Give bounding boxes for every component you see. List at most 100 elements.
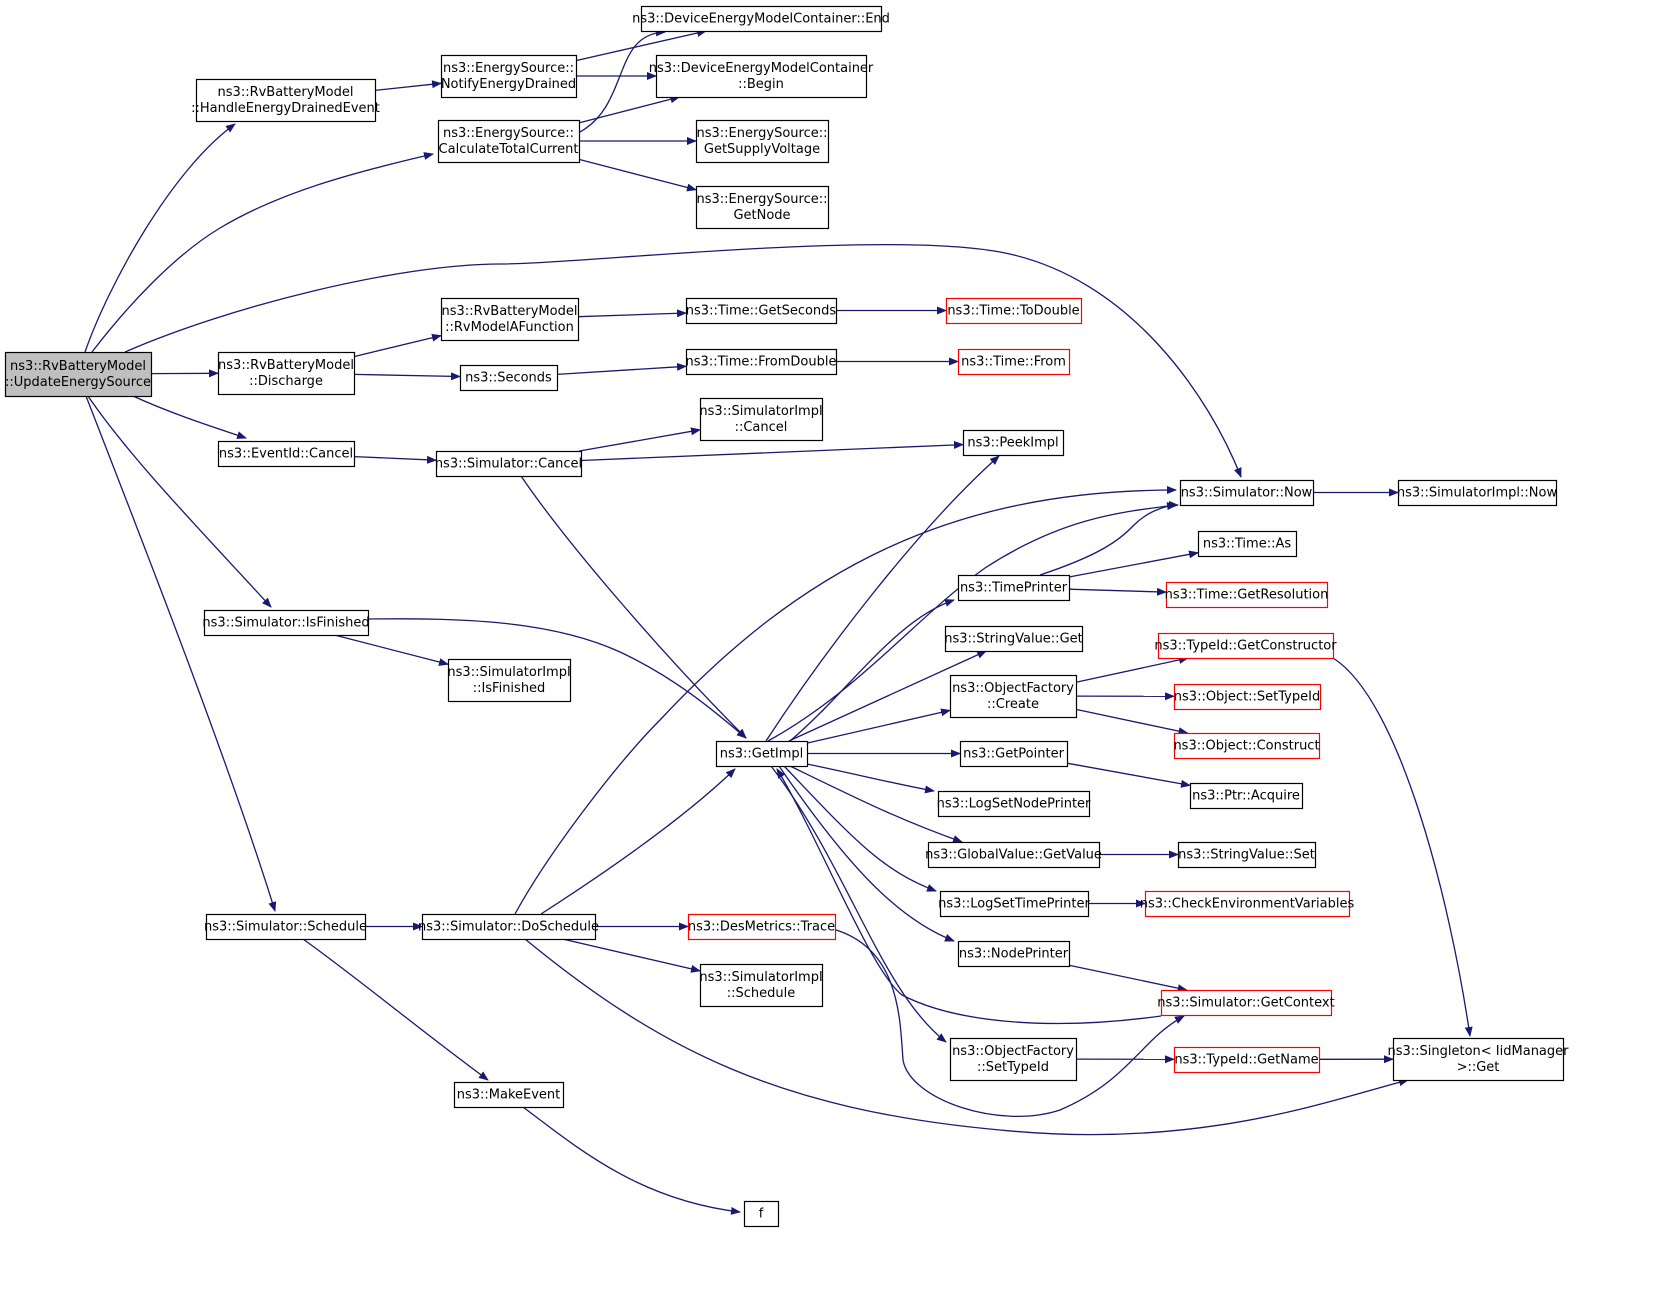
node-label: ns3::Simulator::Now	[1181, 486, 1313, 501]
node-label: NotifyEnergyDrained	[441, 77, 576, 92]
graph-node[interactable]: ns3::MakeEvent	[453, 1081, 565, 1109]
edge-n17-to-n15	[579, 427, 701, 452]
graph-node[interactable]: ns3::Simulator::DoSchedule	[418, 913, 599, 941]
node-box	[1173, 683, 1322, 711]
node-box	[699, 397, 824, 442]
node-label: ns3::SimulatorImpl	[699, 970, 822, 985]
graph-node[interactable]: ns3::Time::FromDouble	[686, 348, 838, 376]
graph-node[interactable]: ns3::GetImpl	[715, 740, 809, 768]
edge-n41-to-n44	[835, 929, 1185, 1117]
graph-node[interactable]: ns3::DeviceEnergyModelContainer::End	[632, 5, 890, 33]
graph-node[interactable]: ns3::TypeId::GetName	[1173, 1046, 1321, 1074]
node-box	[944, 625, 1084, 653]
graph-node[interactable]: ns3::EnergySource::NotifyEnergyDrained	[441, 54, 578, 99]
graph-node[interactable]: ns3::EnergySource::GetNode	[695, 185, 830, 230]
node-box	[937, 790, 1091, 818]
graph-node[interactable]: ns3::PeekImpl	[962, 429, 1065, 457]
node-label: ns3::Time::GetResolution	[1165, 588, 1329, 603]
node-label: GetNode	[733, 208, 790, 223]
graph-node[interactable]: ns3::LogSetTimePrinter	[938, 890, 1090, 918]
graph-node[interactable]: ns3::ObjectFactory::Create	[949, 674, 1078, 719]
node-box	[655, 54, 868, 99]
graph-node[interactable]: ns3::ObjectFactory::SetTypeId	[949, 1037, 1078, 1082]
graph-node[interactable]: ns3::Time::GetResolution	[1165, 581, 1329, 609]
edge-n28-to-n30	[1075, 708, 1189, 736]
graph-node[interactable]: ns3::GlobalValue::GetValue	[925, 841, 1102, 869]
node-label: ns3::Time::As	[1203, 537, 1292, 552]
edge-n5-to-n3	[579, 28, 666, 133]
node-label: ns3::TypeId::GetConstructor	[1154, 639, 1337, 654]
graph-node[interactable]: ns3::Simulator::Schedule	[204, 913, 367, 941]
graph-node[interactable]: ns3::EnergySource::GetSupplyVoltage	[695, 119, 830, 164]
graph-node[interactable]: ns3::SimulatorImpl::IsFinished	[447, 658, 572, 703]
edge-n8-to-n9	[577, 309, 687, 318]
node-label: ns3::SimulatorImpl	[699, 404, 822, 419]
graph-node[interactable]: ns3::EventId::Cancel	[217, 440, 356, 468]
edge-n11-to-n12	[353, 372, 461, 381]
node-label: ns3::RvBatteryModel	[218, 85, 354, 100]
graph-node[interactable]: ns3::Simulator::Cancel	[435, 450, 583, 478]
graph-node[interactable]: ns3::DeviceEnergyModelContainer::Begin	[649, 54, 874, 99]
graph-node[interactable]: ns3::StringValue::Get	[944, 625, 1084, 653]
edge-n24-to-n31	[367, 618, 747, 739]
node-label: ns3::DesMetrics::Trace	[688, 920, 835, 935]
graph-node[interactable]: ns3::TimePrinter	[957, 574, 1071, 602]
node-label: ns3::GlobalValue::GetValue	[925, 848, 1102, 863]
node-label: ns3::RvBatteryModel	[10, 359, 146, 374]
graph-node[interactable]: ns3::Simulator::GetContext	[1157, 989, 1335, 1017]
graph-node[interactable]: f	[743, 1200, 780, 1228]
graph-node[interactable]: ns3::SimulatorImpl::Now	[1397, 479, 1558, 507]
graph-node[interactable]: ns3::Simulator::Now	[1179, 479, 1315, 507]
node-label: ns3::EnergySource::	[443, 126, 574, 141]
graph-node[interactable]: ns3::SimulatorImpl::Cancel	[699, 397, 824, 442]
edge-n40-to-n31	[540, 768, 736, 915]
node-label: ns3::Simulator::GetContext	[1157, 996, 1334, 1011]
node-box	[1397, 479, 1558, 507]
node-box	[949, 674, 1078, 719]
graph-node[interactable]: ns3::Simulator::IsFinished	[202, 609, 370, 637]
graph-node[interactable]: ns3::GetPointer	[959, 740, 1069, 768]
node-label: ns3::LogSetTimePrinter	[938, 897, 1090, 912]
graph-node[interactable]: ns3::Time::ToDouble	[945, 297, 1083, 325]
graph-node[interactable]: ns3::Object::SetTypeId	[1173, 683, 1322, 711]
edges-layer	[84, 28, 1473, 1215]
graph-node[interactable]: ns3::Time::As	[1197, 530, 1298, 558]
node-label: ns3::GetImpl	[720, 747, 804, 762]
graph-node[interactable]: ns3::Singleton< IidManager >::Get	[1387, 1037, 1569, 1082]
graph-node[interactable]: ns3::StringValue::Set	[1177, 841, 1317, 869]
node-box	[435, 450, 583, 478]
graph-node[interactable]: ns3::Time::From	[957, 348, 1071, 376]
node-label: >::Get	[1457, 1060, 1500, 1075]
node-label: ns3::Object::SetTypeId	[1174, 690, 1320, 705]
edge-n31-to-n35	[789, 765, 963, 843]
graph-node[interactable]: ns3::RvBatteryModel::Discharge	[217, 351, 356, 396]
graph-node[interactable]: ns3::RvBatteryModel::HandleEnergyDrained…	[191, 78, 380, 123]
graph-node[interactable]: ns3::EnergySource::CalculateTotalCurrent	[437, 119, 581, 164]
node-box	[699, 963, 824, 1008]
graph-node[interactable]: ns3::Seconds	[459, 364, 559, 392]
edge-n24-to-n27	[334, 634, 449, 666]
node-label: ns3::SimulatorImpl	[447, 665, 570, 680]
graph-node[interactable]: ns3::NodePrinter	[957, 940, 1071, 968]
node-box	[440, 297, 580, 342]
node-box	[640, 5, 883, 33]
graph-node[interactable]: ns3::Object::Construct	[1173, 732, 1321, 760]
edge-n12-to-n13	[556, 362, 687, 376]
node-label: ns3::Seconds	[465, 371, 552, 386]
graph-node[interactable]: ns3::Ptr::Acquire	[1189, 782, 1304, 810]
edge-n11-to-n8	[353, 333, 442, 358]
graph-node[interactable]: ns3::TypeId::GetConstructor	[1154, 632, 1337, 660]
node-box	[421, 913, 597, 941]
graph-node[interactable]: ns3::RvBatteryModel::RvModelAFunction	[440, 297, 580, 342]
edge-n31-to-n45	[770, 765, 947, 1043]
graph-node[interactable]: ns3::SimulatorImpl::Schedule	[699, 963, 824, 1008]
graph-node[interactable]: ns3::LogSetNodePrinter	[937, 790, 1091, 818]
graph-node[interactable]: ns3::DesMetrics::Trace	[688, 913, 837, 941]
node-box	[459, 364, 559, 392]
node-label: ns3::EventId::Cancel	[219, 447, 353, 462]
graph-node[interactable]: ns3::Time::GetSeconds	[686, 297, 838, 325]
node-label: ::Schedule	[727, 986, 796, 1001]
node-label: ::IsFinished	[473, 681, 546, 696]
node-box	[1160, 989, 1333, 1017]
graph-node[interactable]: ns3::CheckEnvironmentVariables	[1140, 890, 1355, 918]
